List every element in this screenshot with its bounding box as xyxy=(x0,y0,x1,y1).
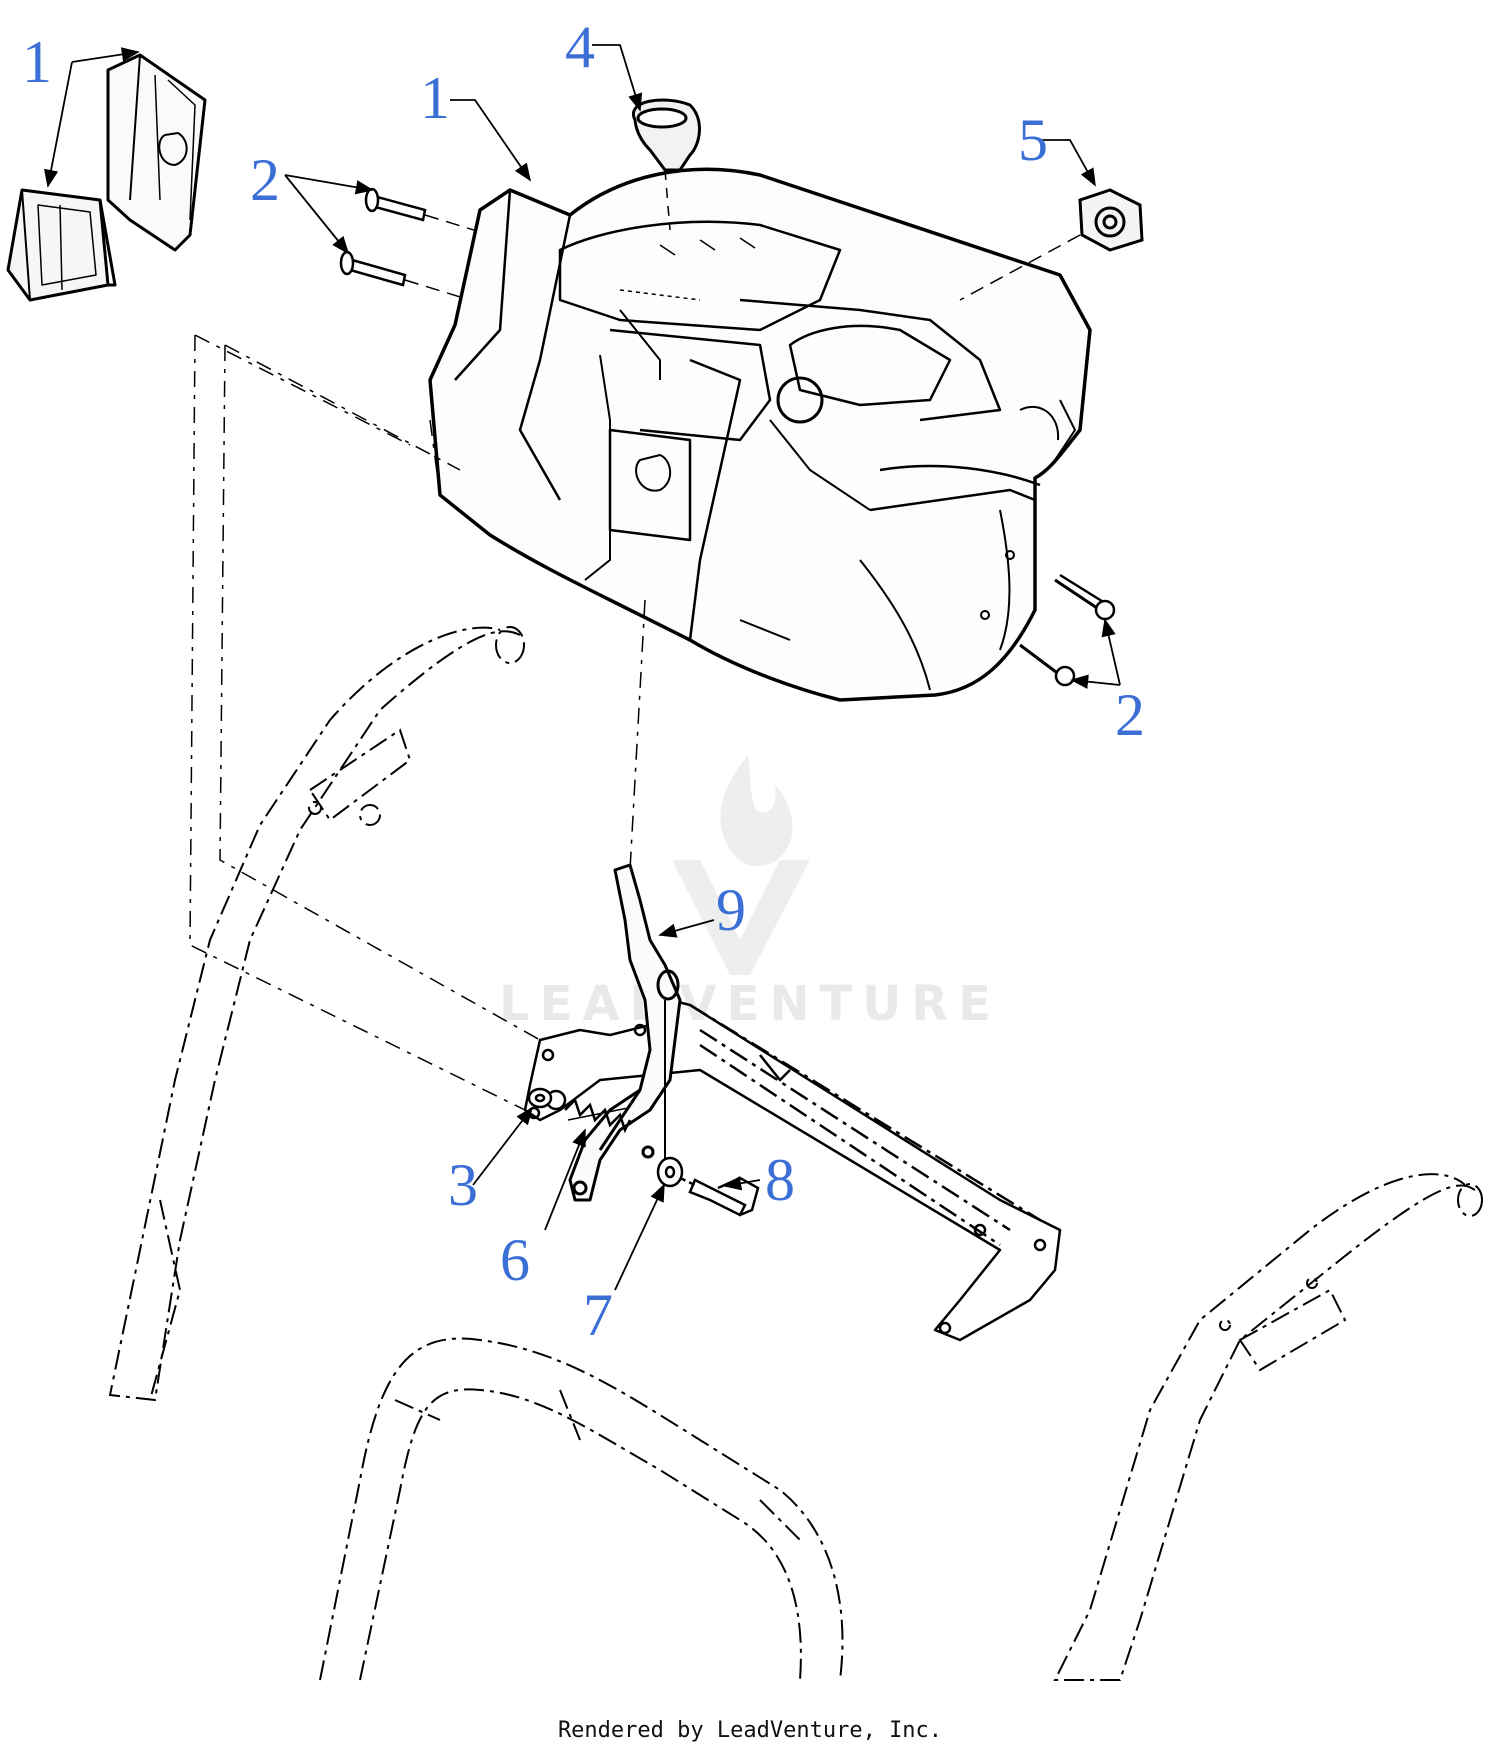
callout-3: 3 xyxy=(448,1152,478,1218)
part-5-socket xyxy=(959,188,1144,301)
part-8-bolt xyxy=(679,1176,760,1217)
callout-9: 9 xyxy=(716,877,746,943)
watermark-logo: LEADVENTURE xyxy=(499,755,1001,1032)
part-3-washer xyxy=(527,1087,553,1109)
part-1-console-housing xyxy=(428,167,1092,702)
part-9-lever xyxy=(568,863,682,1202)
callout-5: 5 xyxy=(1018,107,1048,173)
callout-6: 6 xyxy=(500,1227,530,1293)
lower-handle-loop xyxy=(319,1337,844,1681)
phantom-guide-lines xyxy=(189,334,646,1111)
left-handle-upper xyxy=(108,626,525,1402)
part-6-spring xyxy=(564,1097,632,1134)
watermark-text: LEADVENTURE xyxy=(499,976,1001,1032)
leader-lines xyxy=(44,44,1121,1291)
part-4-knob xyxy=(631,98,701,231)
callout-7: 7 xyxy=(583,1282,613,1348)
callout-2-upper-bolts: 2 xyxy=(250,147,280,213)
callout-2-lower-bolts: 2 xyxy=(1115,682,1145,748)
callout-1-side-cover: 1 xyxy=(22,29,52,95)
callout-8: 8 xyxy=(765,1147,795,1213)
part-1-side-cover-left xyxy=(6,53,207,302)
callout-4: 4 xyxy=(565,14,595,80)
callout-1-console: 1 xyxy=(420,65,450,131)
callouts: 1 1 2 2 3 4 5 6 7 8 9 xyxy=(22,14,1145,1348)
right-handle xyxy=(1053,1173,1483,1681)
footer-credit: Rendered by LeadVenture, Inc. xyxy=(557,1718,943,1743)
part-7-washer xyxy=(656,1156,684,1188)
